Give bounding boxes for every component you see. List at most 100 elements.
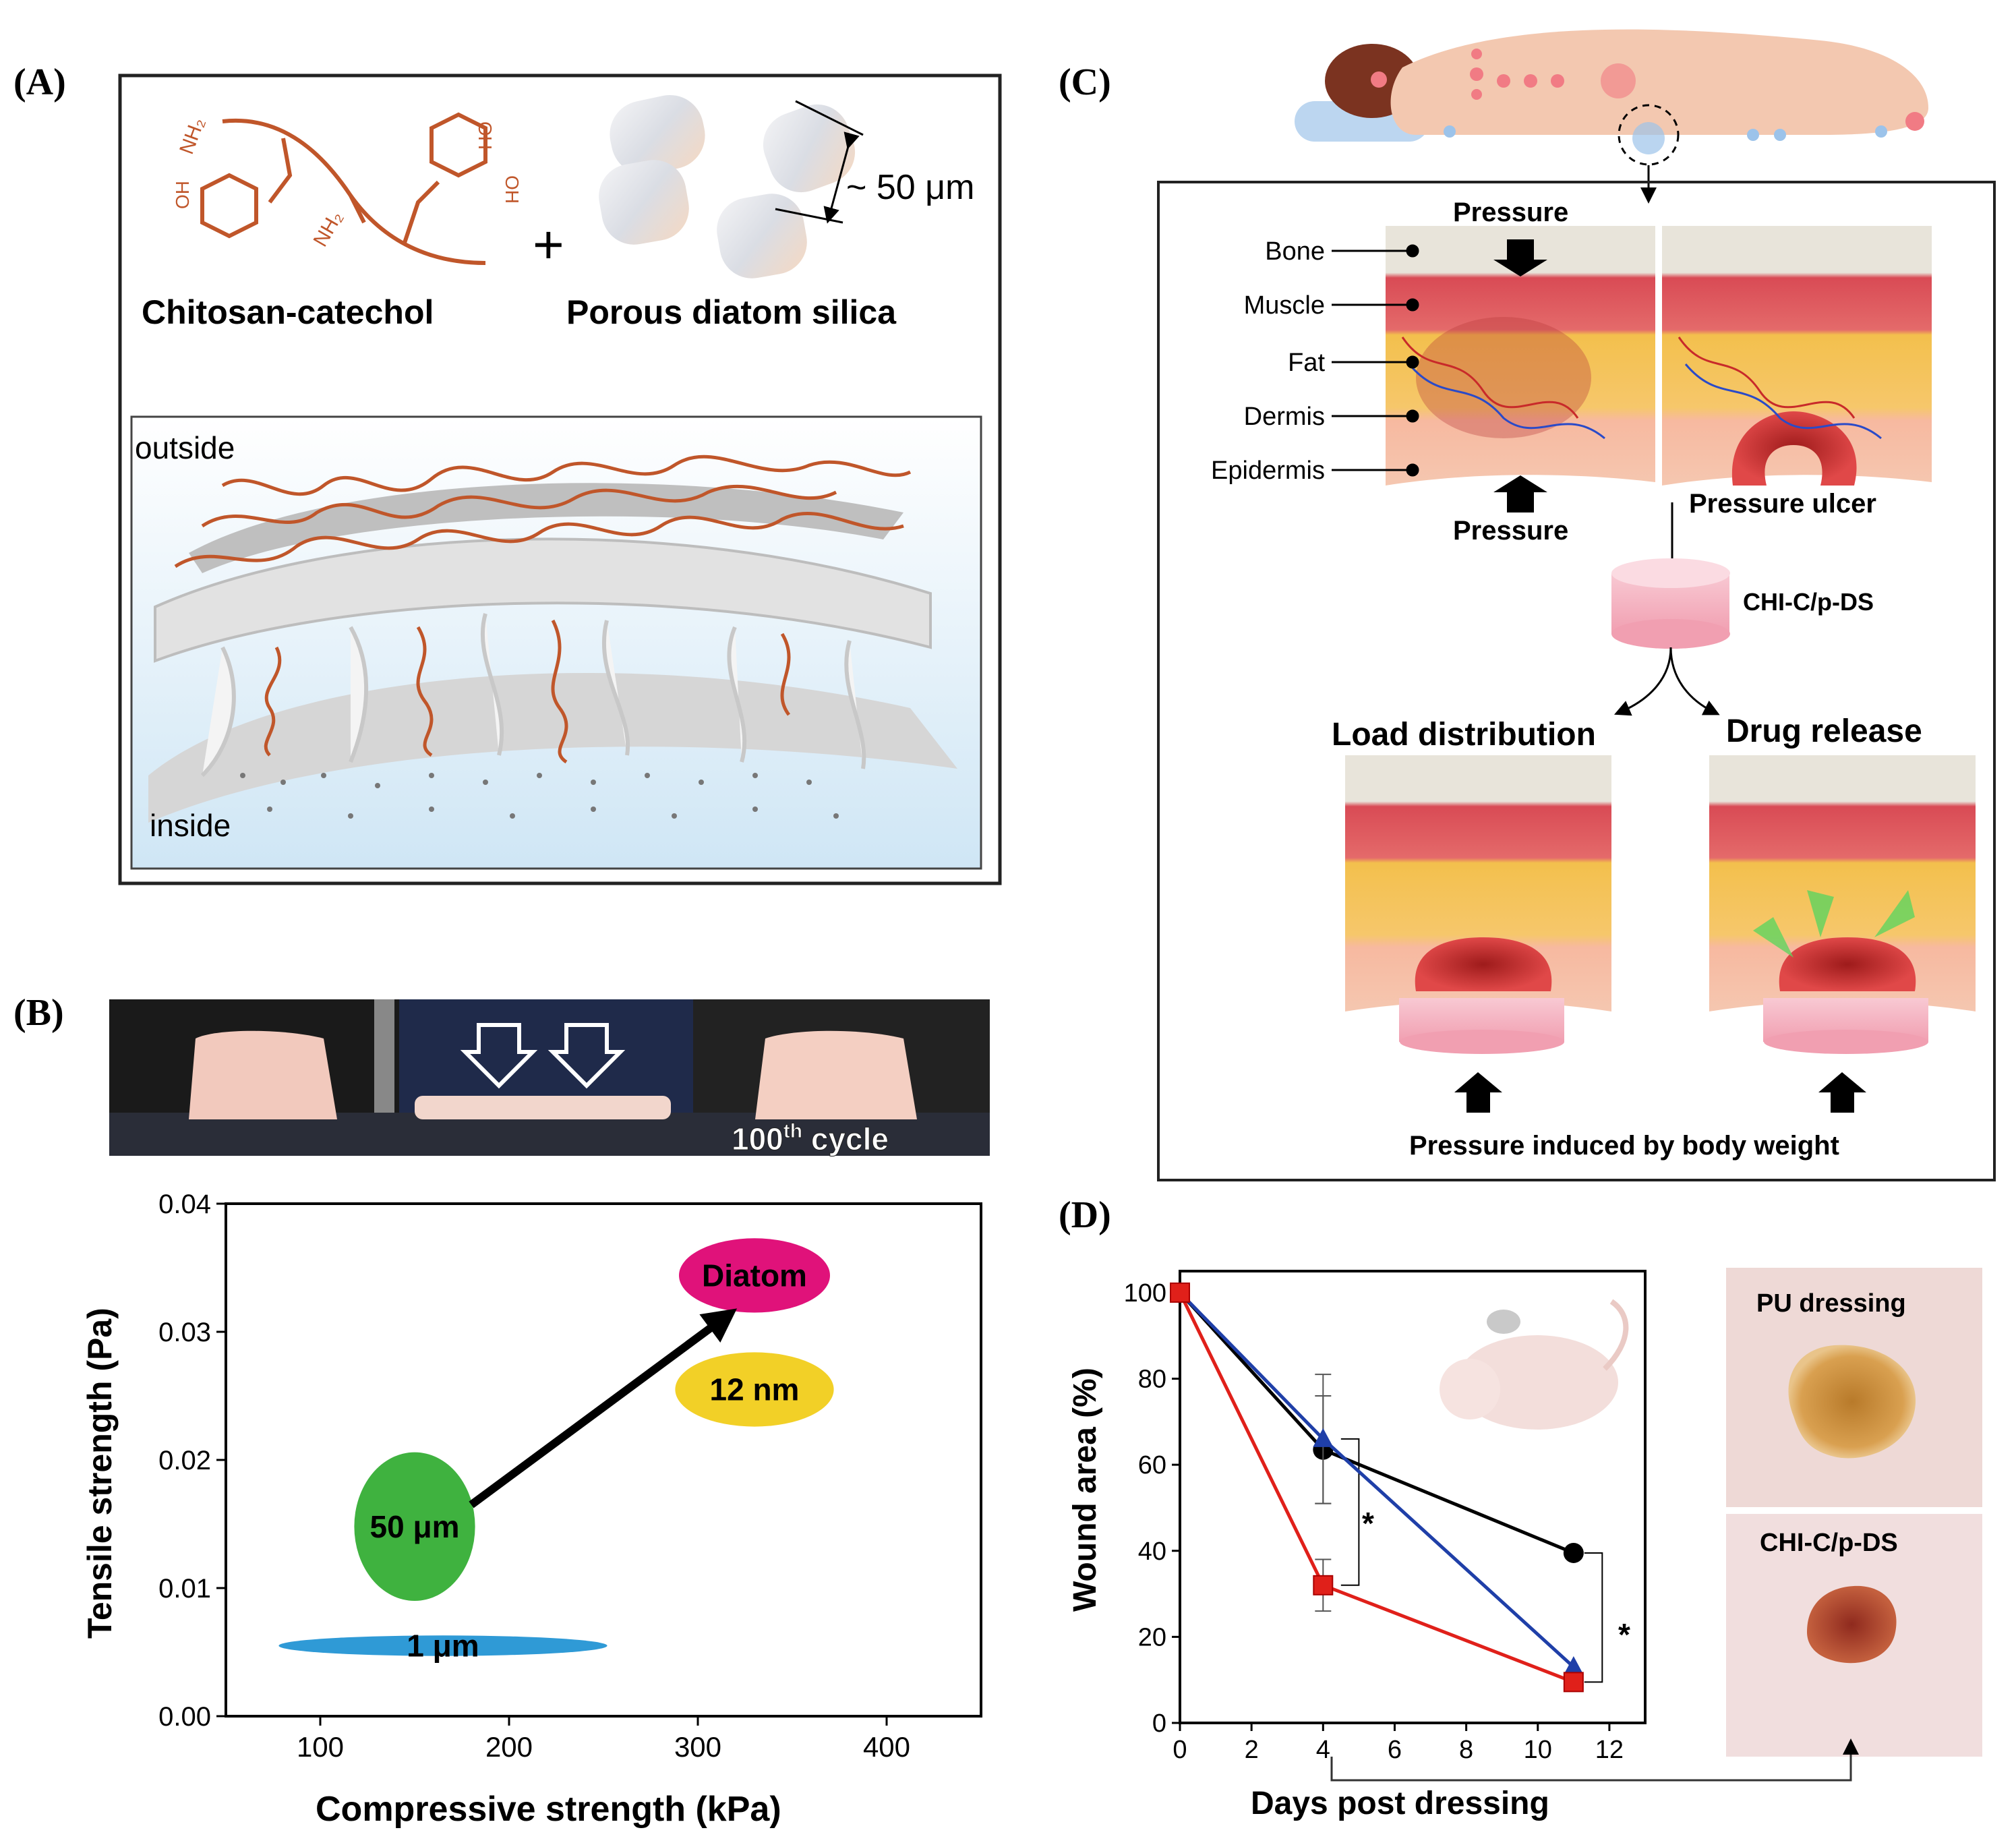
panel-c-label: (C) xyxy=(1059,61,1111,103)
pressure-arrows xyxy=(1493,239,1547,512)
chart-b-x-tick-label: 200 xyxy=(485,1731,533,1763)
chart-d-point xyxy=(1563,1542,1584,1563)
dressing-cylinder xyxy=(1611,558,1730,649)
oh-label-1: OH xyxy=(172,181,193,209)
chart-d-y-tick-label: 40 xyxy=(1138,1537,1166,1566)
load-distribution-label: Load distribution xyxy=(1332,717,1596,753)
panel-c-frame xyxy=(1157,181,1996,1181)
chart-d-x-tick-label: 8 xyxy=(1459,1736,1473,1764)
chart-b-region-label: Diatom xyxy=(702,1258,807,1293)
chart-b-y-tick-label: 0.01 xyxy=(158,1574,211,1604)
nh2-label-1: NH₂ xyxy=(175,115,209,157)
tissue-load-distribution xyxy=(1345,755,1611,1054)
chart-b-x-tick-label: 400 xyxy=(863,1731,910,1763)
chart-d-x-tick-label: 2 xyxy=(1245,1736,1259,1764)
chart-b-arrow-head xyxy=(699,1308,738,1343)
oh-label-3: OH xyxy=(502,175,523,204)
chart-d-point xyxy=(1313,1575,1334,1595)
body-weight-label: Pressure induced by body weight xyxy=(1409,1131,1839,1161)
panel-d-label: (D) xyxy=(1059,1194,1111,1236)
tissue-cross-section-normal xyxy=(1386,226,1655,486)
outside-label: outside xyxy=(135,430,235,465)
chart-b-x-tick-label: 300 xyxy=(674,1731,721,1763)
layer-epidermis: Epidermis xyxy=(1211,457,1325,485)
panel-b: (B) 100th cycle 100 200 300 400 0.00 0.01 0.02… xyxy=(13,992,990,1829)
chart-d-xlabel: Days post dressing xyxy=(1251,1786,1549,1821)
tissue-cross-section-ulcer xyxy=(1662,226,1932,486)
chart-b-x-tick-label: 100 xyxy=(297,1731,344,1763)
photo-pu-label: PU dressing xyxy=(1756,1289,1906,1318)
chart-b-arrow-shaft xyxy=(469,1313,729,1508)
chart-b-ylabel: Tensile strength (Pa) xyxy=(81,1308,119,1639)
chart-d-x-tick-label: 4 xyxy=(1316,1736,1330,1764)
pressure-bottom-label: Pressure xyxy=(1453,516,1568,546)
chart-b-region xyxy=(679,1238,830,1313)
chart-b-xlabel: Compressive strength (kPa) xyxy=(316,1790,781,1829)
chart-d-point xyxy=(1170,1282,1190,1303)
cycle-caption: 100th cycle xyxy=(732,1120,889,1156)
chart-d-y-tick-label: 80 xyxy=(1138,1366,1166,1394)
chart-d-x-tick-label: 6 xyxy=(1388,1736,1402,1764)
panel-c: (C) xyxy=(1059,29,1996,1181)
chart-d-ylabel: Wound area (%) xyxy=(1067,1368,1103,1612)
chitosan-catechol-structure xyxy=(200,112,487,265)
layer-muscle: Muscle xyxy=(1244,291,1325,320)
diatom-particles xyxy=(599,94,856,278)
chart-b-y-tick-label: 0.02 xyxy=(158,1446,211,1475)
chart-d-y-tick-label: 100 xyxy=(1124,1279,1166,1308)
dressing-label: CHI-C/p-DS xyxy=(1743,588,1874,616)
layer-labels xyxy=(1332,244,1419,477)
wound-photo-chi xyxy=(1726,1514,1982,1757)
significance-star-1: * xyxy=(1362,1506,1374,1541)
chart-d-x-tick-label: 12 xyxy=(1595,1736,1624,1764)
layer-bone: Bone xyxy=(1265,237,1325,266)
chart-b-region-label: 1 μm xyxy=(407,1629,479,1664)
chart-d-x-tick-label: 0 xyxy=(1173,1736,1187,1764)
chart-d-y-tick-label: 0 xyxy=(1152,1709,1166,1738)
wound-photo-pu xyxy=(1726,1268,1982,1507)
chart-d-bracket xyxy=(1340,1438,1360,1586)
pressure-ulcer-label: Pressure ulcer xyxy=(1689,489,1876,519)
chart-d-point xyxy=(1563,1656,1584,1676)
panel-a: (A) NH₂ NH₂ OH OH OH + ~ 50 μm xyxy=(13,61,1002,885)
inside-label: inside xyxy=(150,808,231,843)
chart-b-region xyxy=(675,1352,834,1427)
panel-a-frame xyxy=(118,74,1002,885)
porous-diatom-label: Porous diatom silica xyxy=(566,293,897,331)
oh-label-2: OH xyxy=(475,121,496,150)
tissue-drug-release xyxy=(1709,755,1976,1054)
link-line xyxy=(1330,1738,1859,1782)
compression-photo-strip xyxy=(109,999,990,1156)
split-arrows xyxy=(1613,647,1720,716)
plus-sign: + xyxy=(533,214,564,274)
mouse-illustration xyxy=(1440,1299,1629,1430)
chart-b-y-tick-label: 0.04 xyxy=(158,1190,211,1219)
nh2-label-2: NH₂ xyxy=(309,207,347,250)
size-indicator xyxy=(775,100,864,224)
size-label: ~ 50 μm xyxy=(846,168,974,207)
body-weight-arrows xyxy=(1454,1072,1866,1113)
chart-b-region-label: 50 μm xyxy=(370,1509,460,1544)
chart-d-y-tick-label: 60 xyxy=(1138,1451,1166,1479)
chart-d-y-tick-label: 20 xyxy=(1138,1623,1166,1651)
panel-a-label: (A) xyxy=(13,61,66,103)
chart-d-bracket xyxy=(1584,1552,1603,1683)
photo-chi-label: CHI-C/p-DS xyxy=(1760,1529,1898,1557)
chart-d-point xyxy=(1563,1672,1584,1693)
chitosan-catechol-label: Chitosan-catechol xyxy=(142,293,434,331)
panel-b-label: (B) xyxy=(13,992,64,1034)
silica-shell-illustration xyxy=(148,455,957,823)
layer-dermis: Dermis xyxy=(1244,403,1325,431)
chart-d-plot-area xyxy=(1179,1270,1647,1724)
chart-b-region xyxy=(278,1635,607,1656)
chart-b-y-tick-label: 0.00 xyxy=(158,1702,211,1732)
layer-fat: Fat xyxy=(1288,349,1325,377)
chart-b-region-label: 12 nm xyxy=(710,1372,800,1407)
chart-b-region xyxy=(354,1452,475,1601)
lying-patient-illustration xyxy=(1295,29,1928,204)
chart-b-y-tick-label: 0.03 xyxy=(158,1318,211,1347)
